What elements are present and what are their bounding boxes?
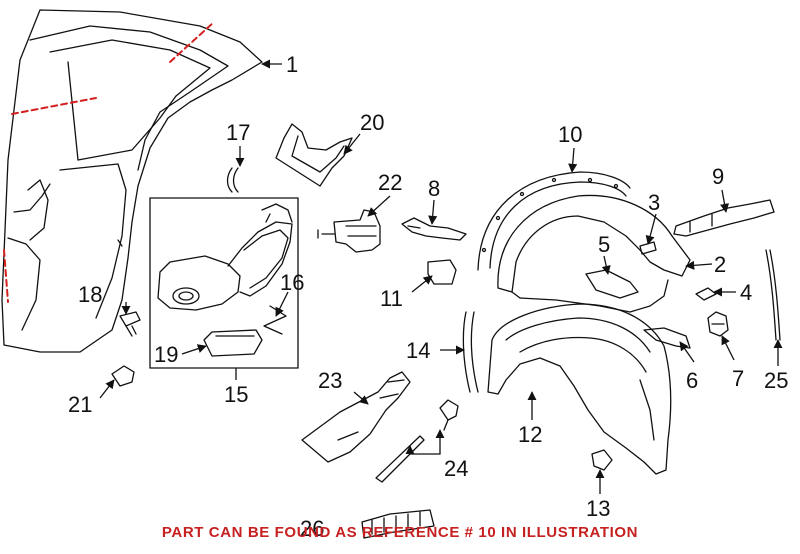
callout-2: 2 — [714, 252, 726, 277]
fuel-door-part — [157, 203, 293, 311]
clip-13-part — [591, 449, 613, 471]
fastener-part — [375, 399, 459, 483]
spring-part — [263, 305, 287, 335]
callout-labels: 1 17 20 22 8 10 9 3 5 2 4 6 7 25 16 19 1… — [68, 52, 788, 541]
clip-4-part — [695, 287, 717, 301]
hose-part — [226, 167, 239, 193]
callout-13: 13 — [586, 496, 610, 521]
leader-lines — [99, 59, 783, 494]
bracket-6-part — [643, 327, 691, 349]
callout-7: 7 — [732, 366, 744, 391]
cap-part — [111, 365, 135, 387]
callout-1: 1 — [286, 52, 298, 77]
bolt-part — [119, 311, 141, 337]
callout-19: 19 — [154, 342, 178, 367]
callout-14: 14 — [406, 338, 430, 363]
reflector-part — [361, 509, 435, 539]
actuator-part — [317, 209, 381, 253]
inner-liner-part — [487, 303, 672, 475]
gasket-part — [203, 329, 263, 357]
callout-3: 3 — [648, 190, 660, 215]
callout-11: 11 — [380, 286, 403, 311]
callout-10: 10 — [558, 122, 582, 147]
callout-12: 12 — [518, 422, 542, 447]
callout-24: 24 — [444, 456, 468, 481]
callout-22: 22 — [378, 170, 402, 195]
trim-strip-part — [462, 311, 479, 393]
callout-20: 20 — [360, 110, 384, 135]
callout-26: 26 — [300, 516, 324, 541]
callout-23: 23 — [318, 368, 342, 393]
seal-strip-part — [765, 249, 781, 341]
callout-9: 9 — [712, 164, 724, 189]
callout-25: 25 — [764, 368, 788, 393]
callout-8: 8 — [428, 176, 440, 201]
callout-6: 6 — [686, 368, 698, 393]
callout-17: 17 — [226, 120, 250, 145]
callout-18: 18 — [78, 282, 102, 307]
cut-lines — [3, 21, 215, 303]
bracket-panel-part — [301, 371, 411, 463]
callout-4: 4 — [740, 280, 752, 305]
push-pin-part — [707, 311, 729, 337]
callout-21: 21 — [68, 392, 92, 417]
fuel-door-group-box — [149, 197, 299, 369]
bracket-plate-part — [427, 259, 457, 285]
reference-note: PART CAN BE FOUND AS REFERENCE # 10 IN I… — [161, 524, 639, 541]
hinge-part — [401, 217, 467, 241]
callout-5: 5 — [598, 232, 610, 257]
quarter-panel-part — [1, 9, 263, 353]
arch-molding-part — [477, 171, 631, 271]
callout-16: 16 — [280, 270, 304, 295]
callout-15: 15 — [224, 382, 248, 407]
arch-liner-part — [497, 194, 691, 313]
seal-part — [275, 123, 353, 187]
reinforcement-part — [673, 199, 775, 237]
